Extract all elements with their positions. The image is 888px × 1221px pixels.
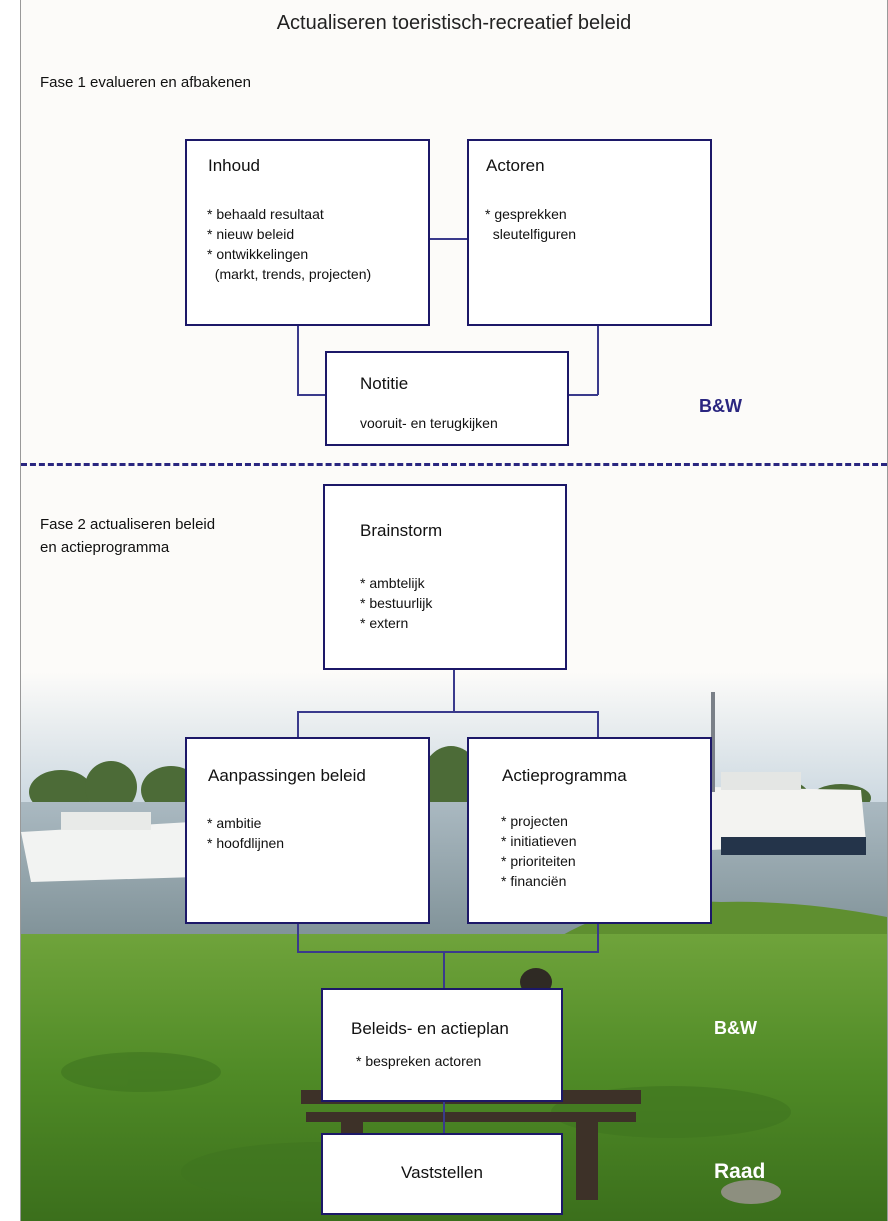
- box-notitie: Notitie vooruit- en terugkijken: [325, 351, 569, 446]
- connector-inhoud-down: [297, 324, 299, 395]
- diagram-title: Actualiseren toeristisch-recreatief bele…: [276, 12, 632, 34]
- box-vaststellen: Vaststellen: [321, 1133, 563, 1215]
- box-actieprogramma: Actieprogramma * projecten * initiatieve…: [467, 737, 712, 924]
- box-brainstorm-items: * ambtelijk * bestuurlijk * extern: [360, 575, 433, 631]
- box-notitie-items: vooruit- en terugkijken: [360, 415, 498, 431]
- box-beleids-actieplan: Beleids- en actieplan * bespreken actore…: [321, 988, 563, 1102]
- box-aanpassingen-title: Aanpassingen beleid: [208, 766, 366, 785]
- box-actoren-title: Actoren: [486, 156, 545, 175]
- connector-merge-plan: [443, 951, 445, 989]
- box-brainstorm: Brainstorm * ambtelijk * bestuurlijk * e…: [323, 484, 567, 670]
- box-inhoud: Inhoud * behaald resultaat * nieuw belei…: [185, 139, 430, 326]
- diagram-frame: Actualiseren toeristisch-recreatief bele…: [20, 0, 888, 1221]
- bw-label-upper: B&W: [699, 396, 742, 416]
- box-notitie-title: Notitie: [360, 374, 409, 393]
- box-aanpassingen-beleid: Aanpassingen beleid * ambitie * hoofdlij…: [185, 737, 430, 924]
- connector-branch-top: [297, 711, 599, 713]
- connector-plan-vaststellen: [443, 1101, 445, 1135]
- connector-brainstorm-down: [453, 668, 455, 712]
- box-inhoud-title: Inhoud: [208, 156, 260, 175]
- connector-inhoud-notitie: [297, 394, 327, 396]
- box-vaststellen-title: Vaststellen: [401, 1163, 483, 1182]
- phase-separator: [21, 463, 887, 466]
- box-actieprogramma-items: * projecten * initiatieven * prioriteite…: [501, 813, 577, 889]
- box-brainstorm-title: Brainstorm: [360, 521, 443, 540]
- phase-2-label: Fase 2 actualiseren beleid en actieprogr…: [40, 516, 216, 556]
- phase-1-label: Fase 1 evalueren en afbakenen: [40, 74, 251, 91]
- connector-merge-left: [297, 922, 299, 952]
- connector-actoren-down: [597, 324, 599, 395]
- connector-merge-bottom: [297, 951, 599, 953]
- box-inhoud-items: * behaald resultaat * nieuw beleid * ont…: [207, 206, 372, 282]
- connector-actoren-notitie: [567, 394, 598, 396]
- box-actieprogramma-title: Actieprogramma: [502, 766, 627, 785]
- connector-merge-right: [597, 922, 599, 952]
- connector-inhoud-actoren: [429, 238, 469, 240]
- box-plan-title: Beleids- en actieplan: [351, 1019, 509, 1038]
- connector-branch-right: [597, 711, 599, 738]
- connector-branch-left: [297, 711, 299, 738]
- box-actoren-items: * gesprekken sleutelfiguren: [485, 206, 577, 242]
- raad-label: Raad: [714, 1160, 766, 1183]
- box-actoren: Actoren * gesprekken sleutelfiguren: [467, 139, 712, 326]
- background-photo: [21, 672, 887, 1221]
- box-aanpassingen-items: * ambitie * hoofdlijnen: [207, 815, 285, 851]
- bw-label-lower: B&W: [714, 1018, 757, 1038]
- box-plan-items: * bespreken actoren: [356, 1053, 482, 1069]
